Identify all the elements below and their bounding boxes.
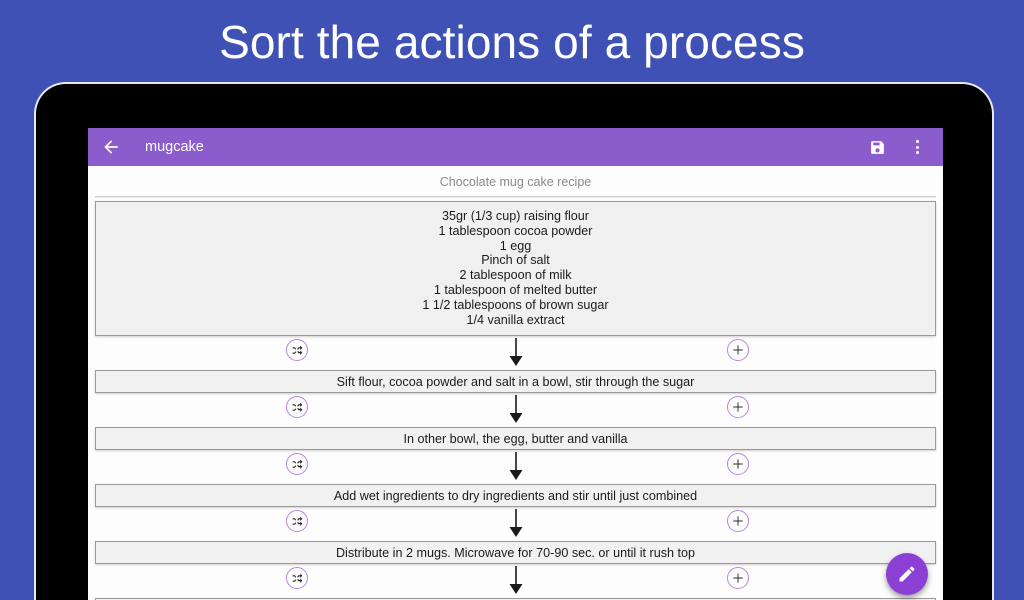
arrow-down-icon: [507, 451, 525, 481]
steps-container: Sift flour, cocoa powder and salt in a b…: [94, 336, 937, 600]
step-text: In other bowl, the egg, butter and vanil…: [403, 431, 628, 446]
arrow-down-icon: [507, 394, 525, 424]
step-connector: [95, 336, 936, 370]
arrow-down-icon: [507, 565, 525, 595]
content-area: Chocolate mug cake recipe 35gr (1/3 cup)…: [88, 166, 943, 600]
ingredient-line: 1 egg: [499, 238, 532, 253]
step-connector: [95, 450, 936, 484]
step-item[interactable]: Add wet ingredients to dry ingredients a…: [95, 484, 936, 508]
shuffle-icon[interactable]: [286, 396, 308, 419]
step-item[interactable]: Sift flour, cocoa powder and salt in a b…: [95, 370, 936, 394]
menu-dot: [915, 140, 919, 143]
ingredient-line: 1 tablespoon of melted butter: [433, 282, 598, 297]
ingredient-line: Pinch of salt: [481, 253, 550, 268]
step-text: Add wet ingredients to dry ingredients a…: [333, 488, 698, 503]
pencil-edit-icon[interactable]: [886, 553, 928, 595]
title-divider: [95, 196, 936, 198]
tablet-device-frame: mugcake Chocolate mug cake recipe 35gr (…: [36, 84, 992, 600]
toolbar-title: mugcake: [145, 139, 204, 155]
shuffle-icon[interactable]: [286, 453, 308, 476]
step-connector: [95, 564, 936, 598]
step-item[interactable]: Distribute in 2 mugs. Microwave for 70-9…: [95, 541, 936, 565]
step-item[interactable]: In other bowl, the egg, butter and vanil…: [95, 427, 936, 451]
shuffle-icon[interactable]: [286, 510, 308, 533]
step-text: Distribute in 2 mugs. Microwave for 70-9…: [335, 545, 696, 560]
ingredient-line: 2 tablespoon of milk: [459, 268, 572, 283]
save-floppy-icon[interactable]: [865, 135, 889, 159]
ingredient-line: 1 tablespoon cocoa powder: [438, 223, 593, 238]
shuffle-icon[interactable]: [286, 339, 308, 362]
plus-circle-icon[interactable]: [727, 510, 749, 533]
app-toolbar: mugcake: [88, 128, 943, 166]
app-screen: mugcake Chocolate mug cake recipe 35gr (…: [88, 128, 943, 600]
menu-dot: [915, 145, 919, 149]
arrow-down-icon: [507, 508, 525, 538]
ingredient-line: 1 1/2 tablespoons of brown sugar: [422, 297, 609, 312]
step-connector: [95, 393, 936, 427]
ingredient-line: 1/4 vanilla extract: [466, 312, 565, 327]
plus-circle-icon[interactable]: [727, 396, 749, 419]
plus-circle-icon[interactable]: [727, 567, 749, 590]
back-arrow-icon[interactable]: [99, 135, 123, 159]
plus-circle-icon[interactable]: [727, 339, 749, 362]
promo-headline: Sort the actions of a process: [219, 16, 805, 68]
overflow-menu-icon[interactable]: [905, 135, 929, 159]
plus-circle-icon[interactable]: [727, 453, 749, 476]
step-item[interactable]: You got a chocolate mug cake. Eat it :): [95, 598, 936, 600]
recipe-title: Chocolate mug cake recipe: [439, 175, 592, 189]
shuffle-icon[interactable]: [286, 567, 308, 590]
step-text: Sift flour, cocoa powder and salt in a b…: [336, 374, 695, 389]
ingredient-line: 35gr (1/3 cup) raising flour: [442, 209, 589, 223]
menu-dot: [915, 151, 919, 154]
step-connector: [95, 507, 936, 541]
arrow-down-icon: [507, 337, 525, 367]
